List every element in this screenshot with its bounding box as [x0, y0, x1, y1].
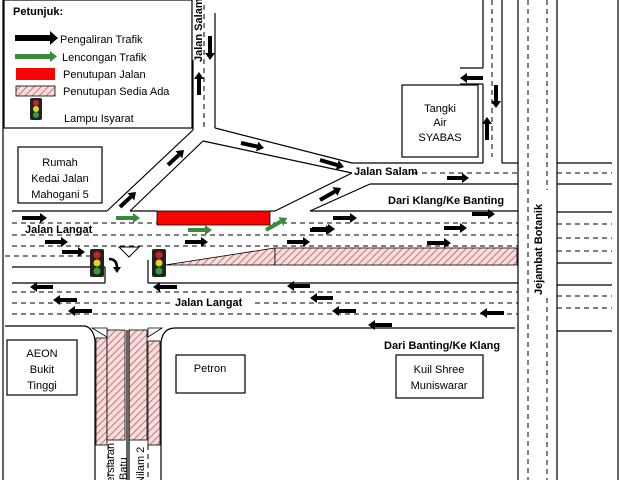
road-label-persiaran: Nilam 2 — [135, 447, 147, 480]
traffic-flow-arrow-icon — [368, 320, 392, 330]
traffic-flow-arrow-icon — [118, 192, 136, 209]
traffic-flow-arrow-icon — [460, 73, 483, 83]
traffic-flow-arrow-icon — [319, 187, 341, 202]
yield-triangle-icon — [117, 246, 141, 258]
traffic-flow-arrow-icon — [444, 223, 467, 233]
existing-closure-median — [274, 247, 518, 266]
tangki-air-box: Tangki Air SYABAS — [401, 84, 479, 158]
traffic-light-icon — [152, 249, 166, 277]
legend-label: Lencongan Trafik — [62, 52, 147, 64]
road-label-jalan-salam-vertical: Jalan Salam — [193, 0, 205, 62]
diversion-arrow-icon — [188, 225, 212, 235]
road-label-jalan-langat: Jalan Langat — [175, 297, 243, 309]
place-label: Petron — [194, 363, 226, 375]
traffic-flow-arrow-icon — [482, 117, 492, 140]
road-closure-block — [156, 210, 271, 226]
traffic-flow-arrow-icon — [447, 173, 469, 183]
traffic-flow-arrow-icon — [194, 72, 204, 95]
rumah-kedai-box: Rumah Kedai Jalan Mahogani 5 — [17, 146, 103, 204]
place-label: Mahogani 5 — [31, 189, 89, 201]
traffic-flow-arrow-icon — [166, 150, 184, 167]
traffic-flow-arrow-icon — [30, 282, 53, 292]
place-label: Tangki — [424, 103, 456, 115]
black-arrow-icon — [15, 31, 58, 45]
traffic-flow-arrow-icon — [240, 141, 264, 152]
traffic-flow-arrow-icon — [185, 237, 208, 247]
place-label: AEON — [26, 348, 57, 360]
traffic-flow-arrow-icon — [53, 295, 77, 305]
traffic-flow-arrow-icon — [287, 281, 310, 291]
place-label: Bukit — [30, 364, 54, 376]
existing-closure-taper — [164, 247, 276, 266]
place-label: Muniswarar — [411, 380, 468, 392]
kuil-box: Kuil Shree Muniswarar — [395, 354, 484, 399]
persiaran-batu-nilam-road — [90, 327, 164, 480]
place-label: Rumah — [42, 157, 77, 169]
traffic-flow-arrow-icon — [62, 247, 85, 257]
jejambat-botanik-road — [517, 0, 612, 480]
traffic-flow-arrow-icon — [22, 213, 47, 223]
legend-label: Penutupan Jalan — [63, 69, 146, 81]
road-label-dari-banting: Dari Banting/Ke Klang — [384, 340, 500, 352]
traffic-flow-arrow-icon — [310, 225, 333, 235]
traffic-flow-arrow-icon — [45, 237, 68, 247]
traffic-light-icon — [30, 98, 42, 120]
aeon-box: AEON Bukit Tinggi — [6, 339, 78, 396]
jalan-salam-road — [106, 0, 518, 212]
traffic-light-icon — [90, 249, 104, 277]
hatched-block-icon — [15, 85, 56, 97]
jalan-langat-road — [5, 210, 518, 343]
legend-title: Petunjuk: — [13, 6, 63, 18]
traffic-flow-arrow-icon — [427, 238, 451, 248]
traffic-flow-arrow-icon — [205, 36, 215, 60]
traffic-flow-arrow-icon — [472, 209, 495, 219]
legend-label: Penutupan Sedia Ada — [63, 86, 170, 98]
legend-label: Pengaliran Trafik — [60, 34, 143, 46]
traffic-flow-arrow-icon — [333, 213, 357, 223]
red-block-icon — [16, 68, 55, 80]
traffic-arrows — [22, 36, 504, 330]
road-label-persiaran: Batu — [118, 457, 130, 480]
place-label: SYABAS — [418, 132, 461, 144]
traffic-flow-arrow-icon — [153, 282, 177, 292]
road-label-persiaran: Persiaran — [105, 443, 117, 480]
traffic-flow-arrow-icon — [319, 158, 344, 170]
petron-box: Petron — [175, 354, 246, 394]
road-label-jejambat-botanik: Jejambat Botanik — [533, 203, 545, 295]
place-label: Kuil Shree — [414, 364, 465, 376]
traffic-flow-arrow-icon — [491, 85, 501, 108]
traffic-flow-arrow-icon — [332, 306, 356, 316]
green-arrow-icon — [15, 51, 57, 62]
traffic-flow-arrow-icon — [310, 293, 333, 303]
place-label: Air — [433, 117, 447, 129]
road-label-jalan-langat: Jalan Langat — [25, 224, 93, 236]
place-label: Kedai Jalan — [31, 173, 89, 185]
place-label: Tinggi — [27, 380, 57, 392]
traffic-flow-arrow-icon — [68, 306, 92, 316]
diversion-arrow-icon — [265, 217, 287, 232]
road-label-jalan-salam: Jalan Salam — [354, 166, 418, 178]
road-label-dari-klang: Dari Klang/Ke Banting — [388, 195, 504, 207]
legend: Petunjuk: Pengaliran Trafik Lencongan Tr… — [3, 0, 193, 129]
traffic-flow-arrow-icon — [287, 237, 310, 247]
legend-label: Lampu Isyarat — [64, 113, 134, 125]
u-turn-arrow-icon — [108, 257, 119, 269]
diversion-arrow-icon — [116, 213, 140, 223]
traffic-flow-arrow-icon — [480, 308, 504, 318]
